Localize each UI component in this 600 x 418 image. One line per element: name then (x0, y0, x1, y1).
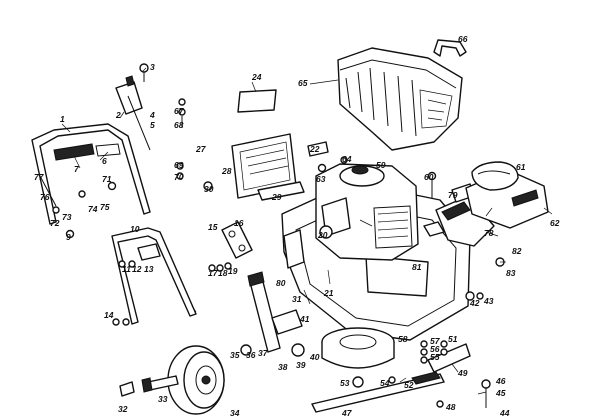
rear-wheel (167, 345, 225, 415)
part-label-38: 38 (278, 362, 288, 372)
part-label-46: 46 (495, 376, 506, 386)
grass-catcher (337, 47, 463, 151)
part-label-33: 33 (158, 394, 168, 404)
part-label-77: 77 (34, 172, 45, 182)
part-label-78: 78 (484, 228, 494, 238)
lower-handle (111, 227, 197, 325)
part-label-4: 4 (149, 110, 155, 120)
part-label-82: 82 (512, 246, 522, 256)
part-label-60: 60 (424, 172, 434, 182)
upper-handle (31, 123, 151, 225)
part-label-10: 10 (130, 224, 140, 234)
part-label-18: 18 (218, 268, 228, 278)
part-label-20: 20 (317, 230, 328, 240)
part-label-72: 72 (50, 218, 60, 228)
part-label-56: 56 (430, 344, 440, 354)
leader-lines (61, 67, 553, 395)
part-label-37: 37 (258, 348, 269, 358)
part-label-67: 67 (174, 106, 185, 116)
part-label-39: 39 (296, 360, 306, 370)
part-label-70: 70 (174, 172, 184, 182)
part-label-24: 24 (251, 72, 262, 82)
part-label-53: 53 (340, 378, 350, 388)
part-label-61: 61 (516, 162, 526, 172)
part-label-21: 21 (323, 288, 334, 298)
catcher-handle (433, 39, 467, 57)
part-label-13: 13 (144, 264, 154, 274)
part-label-22: 22 (309, 144, 320, 154)
part-label-74: 74 (88, 204, 98, 214)
part-label-6: 6 (102, 156, 107, 166)
part-label-19: 19 (228, 266, 238, 276)
part-label-28: 28 (221, 166, 232, 176)
blade-clip (427, 343, 471, 373)
part-label-29: 29 (271, 192, 282, 202)
part-label-34: 34 (230, 408, 240, 418)
part-label-49: 49 (457, 368, 468, 378)
engine (315, 163, 445, 261)
part-label-1: 1 (60, 114, 65, 124)
part-label-68: 68 (174, 120, 184, 130)
rear-flap (231, 133, 305, 201)
fuel-tank (465, 161, 549, 229)
part-label-9: 9 (66, 232, 71, 242)
height-adjuster (240, 271, 305, 357)
part-label-58: 58 (398, 334, 408, 344)
part-label-30: 30 (204, 184, 214, 194)
part-label-12: 12 (132, 264, 142, 274)
part-label-36: 36 (246, 350, 256, 360)
part-label-48: 48 (445, 402, 456, 412)
part-label-81: 81 (412, 262, 422, 272)
part-label-5: 5 (150, 120, 155, 130)
part-label-40: 40 (309, 352, 320, 362)
part-label-2: 2 (115, 110, 121, 120)
part-label-51: 51 (448, 334, 458, 344)
part-label-47: 47 (341, 408, 353, 418)
part-label-83: 83 (506, 268, 516, 278)
part-label-66: 66 (458, 34, 468, 44)
part-label-80: 80 (276, 278, 286, 288)
part-label-41: 41 (299, 314, 310, 324)
part-label-65: 65 (298, 78, 308, 88)
control-lever (115, 75, 151, 151)
part-labels: 1 2 3 4 5 6 7 9 10 11 12 13 14 15 16 17 … (34, 34, 560, 418)
part-label-79: 79 (448, 190, 458, 200)
handle-bracket (221, 221, 253, 259)
part-label-57: 57 (430, 336, 441, 346)
part-label-55: 55 (430, 352, 440, 362)
part-label-11: 11 (122, 264, 131, 274)
part-label-27: 27 (195, 144, 207, 154)
part-label-7: 7 (74, 164, 80, 174)
part-label-71: 71 (102, 174, 112, 184)
cutting-blade (311, 371, 445, 413)
air-filter (435, 183, 495, 247)
part-label-32: 32 (118, 404, 128, 414)
part-label-31: 31 (292, 294, 302, 304)
blade-adapter (321, 327, 395, 369)
part-label-63: 63 (316, 174, 326, 184)
axle-bolt (141, 375, 179, 393)
part-label-15: 15 (208, 222, 218, 232)
label-plate (237, 89, 277, 113)
part-label-16: 16 (234, 218, 244, 228)
part-label-42: 42 (469, 298, 480, 308)
part-label-35: 35 (230, 350, 240, 360)
part-label-52: 52 (404, 380, 414, 390)
part-label-75: 75 (100, 202, 110, 212)
part-label-59: 59 (376, 160, 386, 170)
part-label-73: 73 (62, 212, 72, 222)
part-label-43: 43 (483, 296, 494, 306)
part-label-14: 14 (104, 310, 114, 320)
part-label-62: 62 (550, 218, 560, 228)
part-label-45: 45 (495, 388, 506, 398)
part-label-3: 3 (150, 62, 155, 72)
part-label-44: 44 (499, 408, 510, 418)
part-label-54: 54 (380, 378, 390, 388)
part-label-64: 64 (342, 154, 352, 164)
hardware (39, 63, 505, 408)
part-label-69: 69 (174, 160, 184, 170)
part-label-76: 76 (40, 192, 50, 202)
part-label-17: 17 (208, 268, 219, 278)
